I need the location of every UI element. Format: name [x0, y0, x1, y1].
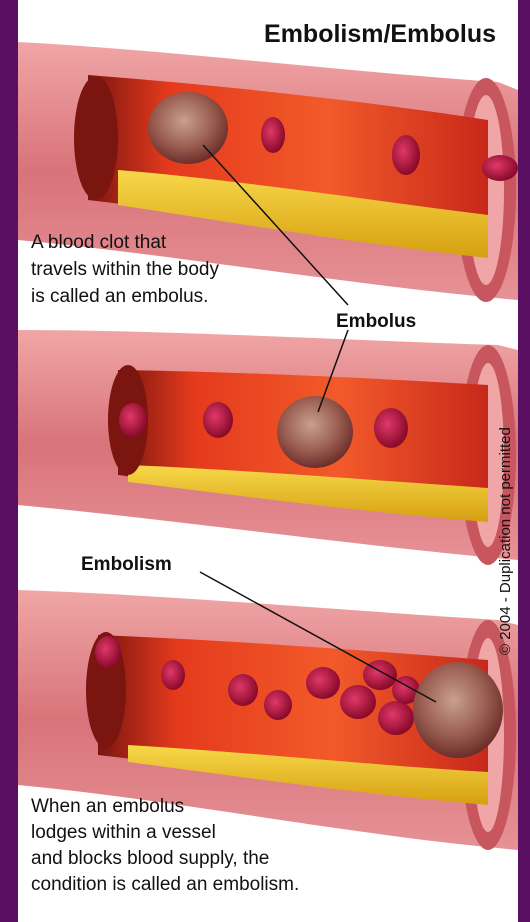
embolus-clot [277, 396, 353, 468]
caption-line: condition is called an embolism. [31, 874, 299, 895]
red-blood-cell [374, 408, 408, 448]
caption-line: is called an embolus. [31, 286, 208, 307]
embolus-clot [148, 92, 228, 164]
embolus-label: Embolus [336, 311, 416, 332]
caption-line: lodges within a vessel [31, 822, 216, 843]
red-blood-cell [392, 135, 420, 175]
red-blood-cell [228, 674, 258, 706]
copyright-notice: © 2004 - Duplication not permitted [497, 427, 514, 655]
red-blood-cell [482, 155, 518, 181]
caption-line: and blocks blood supply, the [31, 848, 269, 869]
embolism-label: Embolism [81, 554, 172, 575]
diagram-title: Embolism/Embolus [264, 20, 496, 48]
vessel-middle [18, 330, 518, 565]
vessel-opening [74, 76, 118, 200]
red-blood-cell [261, 117, 285, 153]
diagram-frame: Embolism/Embolus [18, 0, 518, 922]
red-blood-cell [203, 402, 233, 438]
caption-line: A blood clot that [31, 232, 167, 253]
red-blood-cell [340, 685, 376, 719]
caption-line: When an embolus [31, 796, 184, 817]
red-blood-cell [95, 636, 121, 668]
embolism-clot [413, 662, 503, 758]
red-blood-cell [119, 403, 147, 437]
red-blood-cell [306, 667, 340, 699]
red-blood-cell [264, 690, 292, 720]
red-blood-cell [378, 701, 414, 735]
red-blood-cell [161, 660, 185, 690]
caption-line: travels within the body [31, 259, 219, 280]
embolism-diagram: Embolism/Embolus [18, 0, 518, 922]
